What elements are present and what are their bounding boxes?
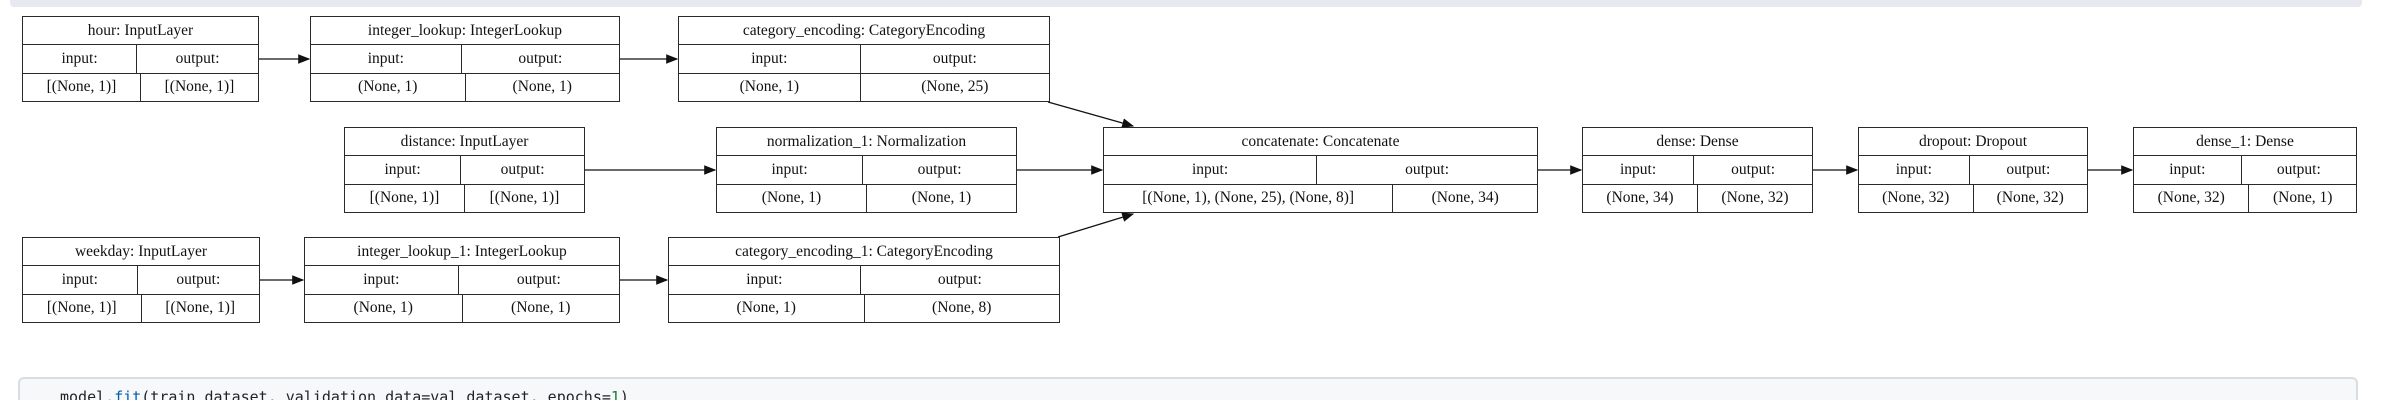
output-label: output: xyxy=(1968,156,2087,184)
input-shape: [(None, 1), (None, 25), (None, 8)] xyxy=(1142,189,1355,207)
node-concatenate: concatenate: Concatenate input: output: [(N… xyxy=(1103,127,1538,213)
output-shape: (None, 25) xyxy=(859,73,1049,101)
input-shape: (None, 1) xyxy=(736,299,796,317)
input-label: input: xyxy=(771,160,808,178)
input-label: input: xyxy=(746,270,783,288)
output-shape: (None, 8) xyxy=(863,294,1060,322)
output-label: output: xyxy=(457,266,619,294)
input-shape: (None, 1) xyxy=(761,189,822,207)
input-shape: [(None, 1)] xyxy=(369,189,440,207)
edge-category_encoding_1-to-concatenate xyxy=(1057,212,1135,238)
input-shape: (None, 32) xyxy=(2157,189,2225,207)
node-category_encoding_1: category_encoding_1: CategoryEncoding inp… xyxy=(668,237,1060,323)
node-title: category_encoding: CategoryEncoding xyxy=(679,17,1049,46)
output-shape: [(None, 1)] xyxy=(140,294,260,322)
output-label: output: xyxy=(460,45,619,73)
input-label: input: xyxy=(61,49,98,67)
code-line: model.fit(train_dataset, validation_data… xyxy=(60,388,2356,400)
output-label: output: xyxy=(136,45,258,73)
output-shape: (None, 32) xyxy=(1972,184,2088,212)
node-category_encoding: category_encoding: CategoryEncoding input… xyxy=(678,16,1050,102)
edge-category_encoding-to-concatenate xyxy=(1047,101,1135,128)
node-dense_1: dense_1: Dense input: output: (None, 32) (No… xyxy=(2133,127,2357,213)
node-integer_lookup: integer_lookup: IntegerLookup input: outpu… xyxy=(310,16,620,102)
code-token: 1 xyxy=(610,388,620,400)
input-label: input: xyxy=(1895,160,1932,178)
node-title: integer_lookup_1: IntegerLookup xyxy=(305,238,619,267)
output-label: output: xyxy=(1693,156,1812,184)
input-label: input: xyxy=(1191,160,1229,178)
input-shape: (None, 1) xyxy=(739,78,800,96)
node-dense: dense: Dense input: output: (None, 34) (None… xyxy=(1582,127,1813,213)
input-label: input: xyxy=(1619,160,1657,178)
input-label: input: xyxy=(2169,160,2206,178)
node-integer_lookup_1: integer_lookup_1: IntegerLookup input: out… xyxy=(304,237,620,323)
input-shape: (None, 1) xyxy=(353,299,413,317)
output-shape: (None, 1) xyxy=(464,73,620,101)
output-label: output: xyxy=(859,266,1059,294)
output-label: output: xyxy=(862,156,1016,184)
input-label: input: xyxy=(367,49,404,67)
input-shape: [(None, 1)] xyxy=(46,78,117,96)
output-shape: (None, 34) xyxy=(1392,184,1537,212)
output-shape: (None, 32) xyxy=(1697,184,1812,212)
node-title: weekday: InputLayer xyxy=(23,238,259,267)
output-label: output: xyxy=(460,156,584,184)
node-title: concatenate: Concatenate xyxy=(1104,128,1537,157)
previous-cell-edge xyxy=(10,0,2362,7)
code-token: ) xyxy=(619,388,629,400)
node-title: normalization_1: Normalization xyxy=(717,128,1016,157)
output-shape: (None, 1) xyxy=(2248,184,2356,212)
node-title: distance: InputLayer xyxy=(345,128,584,157)
node-title: dense: Dense xyxy=(1583,128,1812,157)
input-label: input: xyxy=(363,270,400,288)
input-shape: (None, 34) xyxy=(1606,189,1674,207)
node-normalization_1: normalization_1: Normalization input: outp… xyxy=(716,127,1017,213)
output-shape: [(None, 1)] xyxy=(140,73,258,101)
output-label: output: xyxy=(2240,156,2356,184)
output-label: output: xyxy=(1316,156,1537,184)
code-token: fit xyxy=(114,388,142,400)
input-label: input: xyxy=(61,270,98,288)
output-shape: (None, 1) xyxy=(461,294,620,322)
output-label: output: xyxy=(136,266,259,294)
input-shape: [(None, 1)] xyxy=(46,299,117,317)
node-title: integer_lookup: IntegerLookup xyxy=(311,17,619,46)
output-shape: [(None, 1)] xyxy=(464,184,584,212)
output-shape: (None, 1) xyxy=(866,184,1016,212)
node-title: dropout: Dropout xyxy=(1859,128,2087,157)
input-shape: (None, 32) xyxy=(1882,189,1950,207)
input-shape: (None, 1) xyxy=(358,78,418,96)
input-label: input: xyxy=(751,49,788,67)
code-cell: model.fit(train_dataset, validation_data… xyxy=(18,377,2358,400)
input-label: input: xyxy=(384,160,421,178)
node-title: hour: InputLayer xyxy=(23,17,258,46)
output-label: output: xyxy=(859,45,1049,73)
code-token: (train_dataset, validation_data=val_data… xyxy=(141,388,611,400)
node-title: category_encoding_1: CategoryEncoding xyxy=(669,238,1059,267)
code-token: model. xyxy=(60,388,115,400)
node-title: dense_1: Dense xyxy=(2134,128,2356,157)
